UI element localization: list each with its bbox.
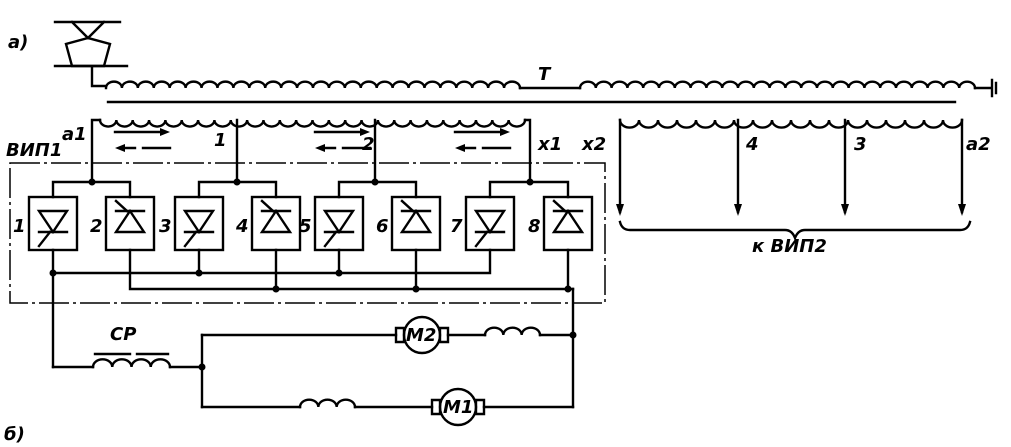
arrow-down-icon bbox=[958, 204, 966, 216]
tap-a1-label: а1 bbox=[62, 124, 87, 145]
thyristor-icon bbox=[399, 208, 433, 234]
arrow-left-icon bbox=[115, 144, 125, 152]
tap-1-label: 1 bbox=[214, 130, 227, 151]
tap-x1 bbox=[523, 118, 532, 184]
arrow-down-icon bbox=[841, 204, 849, 216]
pantograph-lead bbox=[53, 64, 129, 88]
tap-4-label: 4 bbox=[745, 134, 759, 155]
arrow-down-icon bbox=[616, 204, 624, 216]
thyristor-box bbox=[250, 195, 302, 252]
part-b-label: б) bbox=[4, 424, 25, 445]
junction-dot bbox=[49, 269, 57, 277]
tap-2-label: 2 bbox=[362, 134, 375, 155]
arrow-right-icon bbox=[500, 128, 510, 136]
gate bbox=[474, 230, 489, 248]
secondary-winding-1 bbox=[98, 118, 527, 128]
tap-a2-label: а2 bbox=[966, 134, 991, 155]
junction-dot bbox=[198, 363, 206, 371]
junction-dot bbox=[233, 178, 241, 186]
wires bbox=[9, 20, 998, 427]
to-converter2-label: к ВИП2 bbox=[752, 236, 827, 257]
junction-dot bbox=[88, 178, 96, 186]
motor-m2-label: М2 bbox=[406, 325, 436, 346]
thyristor-number: 3 bbox=[159, 216, 172, 237]
tap-x1-label: х1 bbox=[537, 134, 562, 155]
gate bbox=[183, 230, 198, 248]
ground-icon bbox=[973, 78, 998, 98]
thyristor-number: 2 bbox=[90, 216, 103, 237]
thyristor-box bbox=[27, 195, 79, 252]
converter-label: ВИП1 bbox=[6, 140, 62, 161]
thyristor-box bbox=[313, 195, 365, 252]
junction-dot bbox=[335, 269, 343, 277]
thyristor-box bbox=[542, 195, 594, 252]
junction-dot bbox=[272, 285, 280, 293]
gate bbox=[323, 230, 338, 248]
arrow-left-icon bbox=[315, 144, 325, 152]
converter-box bbox=[9, 162, 606, 304]
thyristor-icon bbox=[182, 209, 216, 235]
part-a-label: а) bbox=[8, 32, 28, 53]
transformer-label: Т bbox=[538, 64, 552, 85]
arrow-right-icon bbox=[160, 128, 170, 136]
smoothing-reactor bbox=[91, 358, 172, 369]
thyristor-icon bbox=[259, 208, 293, 234]
field-winding-m2 bbox=[483, 326, 542, 337]
junction-dot bbox=[371, 178, 379, 186]
thyristor-icon bbox=[322, 209, 356, 235]
gate bbox=[114, 199, 129, 213]
thyristor-number: 1 bbox=[13, 216, 26, 237]
tap-x2-label: х2 bbox=[581, 134, 606, 155]
motor-m1-label: М1 bbox=[443, 397, 473, 418]
bus-2 bbox=[128, 248, 575, 291]
thyristor-number: 7 bbox=[450, 216, 463, 237]
thyristor-box bbox=[390, 195, 442, 252]
tap-a1 bbox=[90, 118, 102, 184]
gate bbox=[37, 230, 52, 248]
junction-dot bbox=[564, 285, 572, 293]
gate bbox=[552, 199, 567, 213]
arrow-down-icon bbox=[734, 204, 742, 216]
field-winding-m1 bbox=[298, 398, 357, 409]
thyristor-number: 5 bbox=[299, 216, 312, 237]
junction-dot bbox=[412, 285, 420, 293]
thyristor-icon bbox=[473, 209, 507, 235]
thyristor-number: 6 bbox=[376, 216, 389, 237]
primary-winding bbox=[104, 80, 522, 90]
bus-1 bbox=[51, 248, 492, 275]
thyristor-icon bbox=[551, 208, 585, 234]
brushes bbox=[430, 398, 486, 416]
pantograph-icon bbox=[53, 20, 122, 68]
primary-winding-2 bbox=[578, 80, 977, 90]
secondary-winding-2 bbox=[618, 118, 964, 129]
thyristor-icon bbox=[36, 209, 70, 235]
thyristor-number: 8 bbox=[528, 216, 541, 237]
thyristor-box bbox=[464, 195, 516, 252]
junction-dot bbox=[569, 331, 577, 339]
thyristor-box bbox=[173, 195, 225, 252]
thyristor-number: 4 bbox=[235, 216, 249, 237]
reactor-label: СР bbox=[110, 324, 136, 345]
thyristor-box bbox=[104, 195, 156, 252]
gate bbox=[260, 199, 275, 213]
junction-dot bbox=[195, 269, 203, 277]
arrow-left-icon bbox=[455, 144, 465, 152]
brushes bbox=[394, 326, 450, 344]
junction-dot bbox=[526, 178, 534, 186]
brace bbox=[618, 220, 972, 242]
tap-3-label: 3 bbox=[854, 134, 867, 155]
gate bbox=[400, 199, 415, 213]
wire bbox=[168, 333, 204, 409]
thyristor-icon bbox=[113, 208, 147, 234]
arrow-right-icon bbox=[360, 128, 370, 136]
